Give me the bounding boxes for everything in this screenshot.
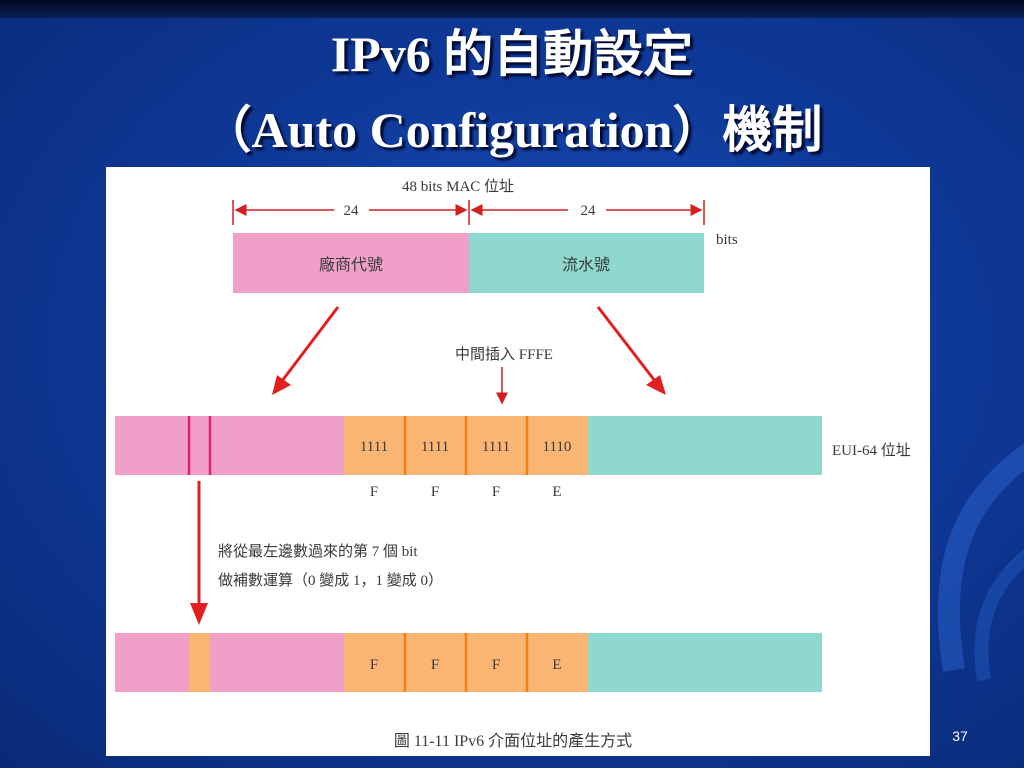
top-strip <box>0 0 1024 18</box>
fffe-binary-3: 1111 <box>482 439 510 455</box>
insert-fffe-label: 中間插入 FFFE <box>455 346 553 363</box>
fffe-binary-4: 1110 <box>543 439 572 455</box>
complement-arrow <box>190 481 208 625</box>
eui64-bar <box>115 416 822 475</box>
fffe-binary-1: 1111 <box>360 439 388 455</box>
result-hex-4: E <box>552 657 561 673</box>
split-arrows <box>272 306 666 395</box>
fffe-hex-1: F <box>370 484 378 500</box>
vendor-label: 廠商代號 <box>319 255 383 274</box>
fffe-hex-2: F <box>431 484 439 500</box>
serial-segment <box>469 233 704 293</box>
slide-title-line1: IPv6 的自動設定 <box>330 26 694 82</box>
eui64-label: EUI-64 位址 <box>832 442 911 459</box>
bit-dimension-lines <box>232 200 705 225</box>
note-line-1: 將從最左邊數過來的第 7 個 bit <box>218 542 418 560</box>
figure-caption: 圖 11-11 IPv6 介面位址的產生方式 <box>394 732 632 750</box>
mac-header-label: 48 bits MAC 位址 <box>402 178 514 195</box>
vendor-segment <box>233 233 469 293</box>
decorative-swoosh <box>937 443 1024 682</box>
eui64-diagram: 48 bits MAC 位址 24 24 bits 廠商代號 流水號 中間插入 … <box>106 167 930 756</box>
bits-unit-label: bits <box>716 232 738 248</box>
result-hex-1: F <box>370 657 378 673</box>
result-hex-3: F <box>492 657 500 673</box>
result-bar <box>115 633 822 692</box>
page-number: 37 <box>952 728 968 744</box>
result-hex-2: F <box>431 657 439 673</box>
diagram-canvas: 48 bits MAC 位址 24 24 bits 廠商代號 流水號 中間插入 … <box>115 178 911 750</box>
right-bits-label: 24 <box>581 203 597 219</box>
note-line-2: 做補數運算（0 變成 1，1 變成 0） <box>218 571 443 589</box>
fffe-hex-4: E <box>552 484 561 500</box>
serial-label: 流水號 <box>562 256 610 274</box>
left-bits-label: 24 <box>344 203 360 219</box>
fffe-hex-3: F <box>492 484 500 500</box>
fffe-binary-2: 1111 <box>421 439 449 455</box>
slide-title-line2: （Auto Configuration）機制 <box>201 102 823 158</box>
